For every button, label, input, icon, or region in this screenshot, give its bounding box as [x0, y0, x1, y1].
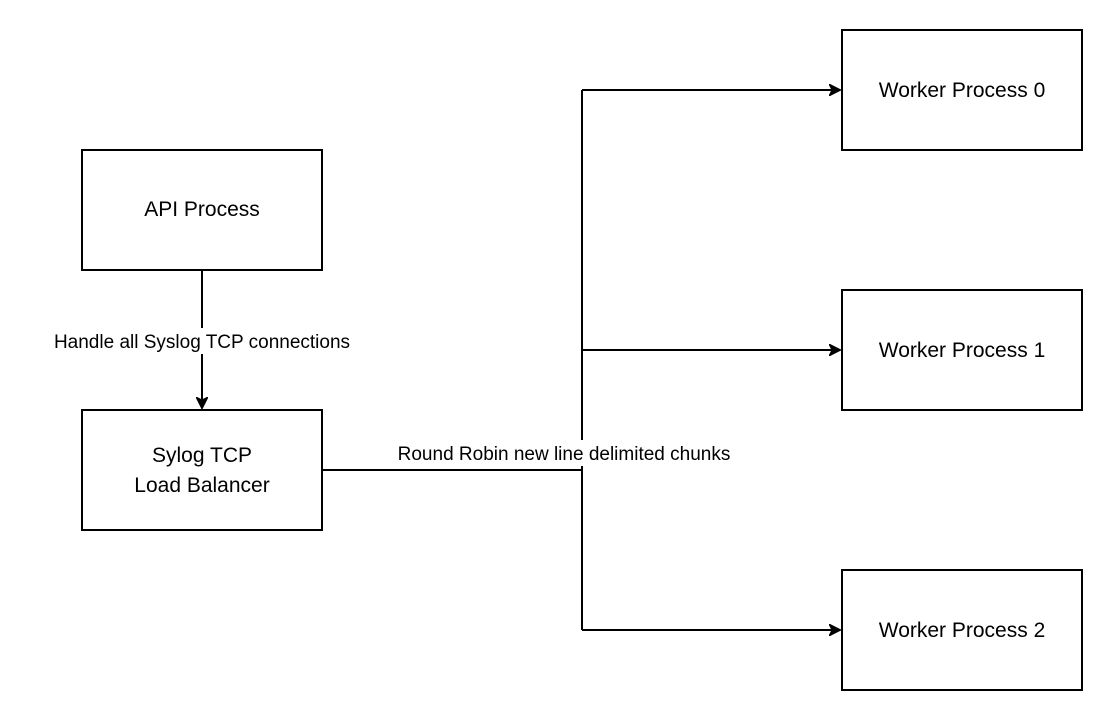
node-load-balancer[interactable]: Sylog TCP Load Balancer — [81, 409, 323, 531]
edge-load-balancer-to-workers — [322, 90, 840, 630]
node-load-balancer-box — [81, 409, 323, 531]
node-api-process-label: API Process — [144, 198, 260, 221]
node-worker-process-0-box — [841, 29, 1083, 151]
edge-label-lb-to-workers-text: Round Robin new line delimited chunks — [398, 444, 731, 465]
node-worker-process-1-box — [841, 289, 1083, 411]
node-worker-process-0-label: Worker Process 0 — [879, 79, 1046, 102]
node-api-process-box — [81, 149, 323, 271]
edge-label-api-to-lb-text: Handle all Syslog TCP connections — [54, 332, 350, 353]
node-worker-process-2-label: Worker Process 2 — [879, 619, 1046, 642]
node-worker-process-2[interactable]: Worker Process 2 — [841, 569, 1083, 691]
node-worker-process-0[interactable]: Worker Process 0 — [841, 29, 1083, 151]
edge-label-api-to-lb: Handle all Syslog TCP connections — [28, 328, 376, 354]
edge-label-api-to-lb-background — [28, 328, 376, 354]
node-load-balancer-label-line2: Load Balancer — [134, 474, 269, 497]
node-api-process[interactable]: API Process — [81, 149, 323, 271]
node-worker-process-2-box — [841, 569, 1083, 691]
node-worker-process-1-label: Worker Process 1 — [879, 339, 1046, 362]
edge-label-lb-to-workers: Round Robin new line delimited chunks — [368, 440, 760, 466]
node-load-balancer-label-line1: Sylog TCP — [152, 444, 252, 467]
edge-label-lb-to-workers-background — [368, 440, 760, 466]
node-worker-process-1[interactable]: Worker Process 1 — [841, 289, 1083, 411]
